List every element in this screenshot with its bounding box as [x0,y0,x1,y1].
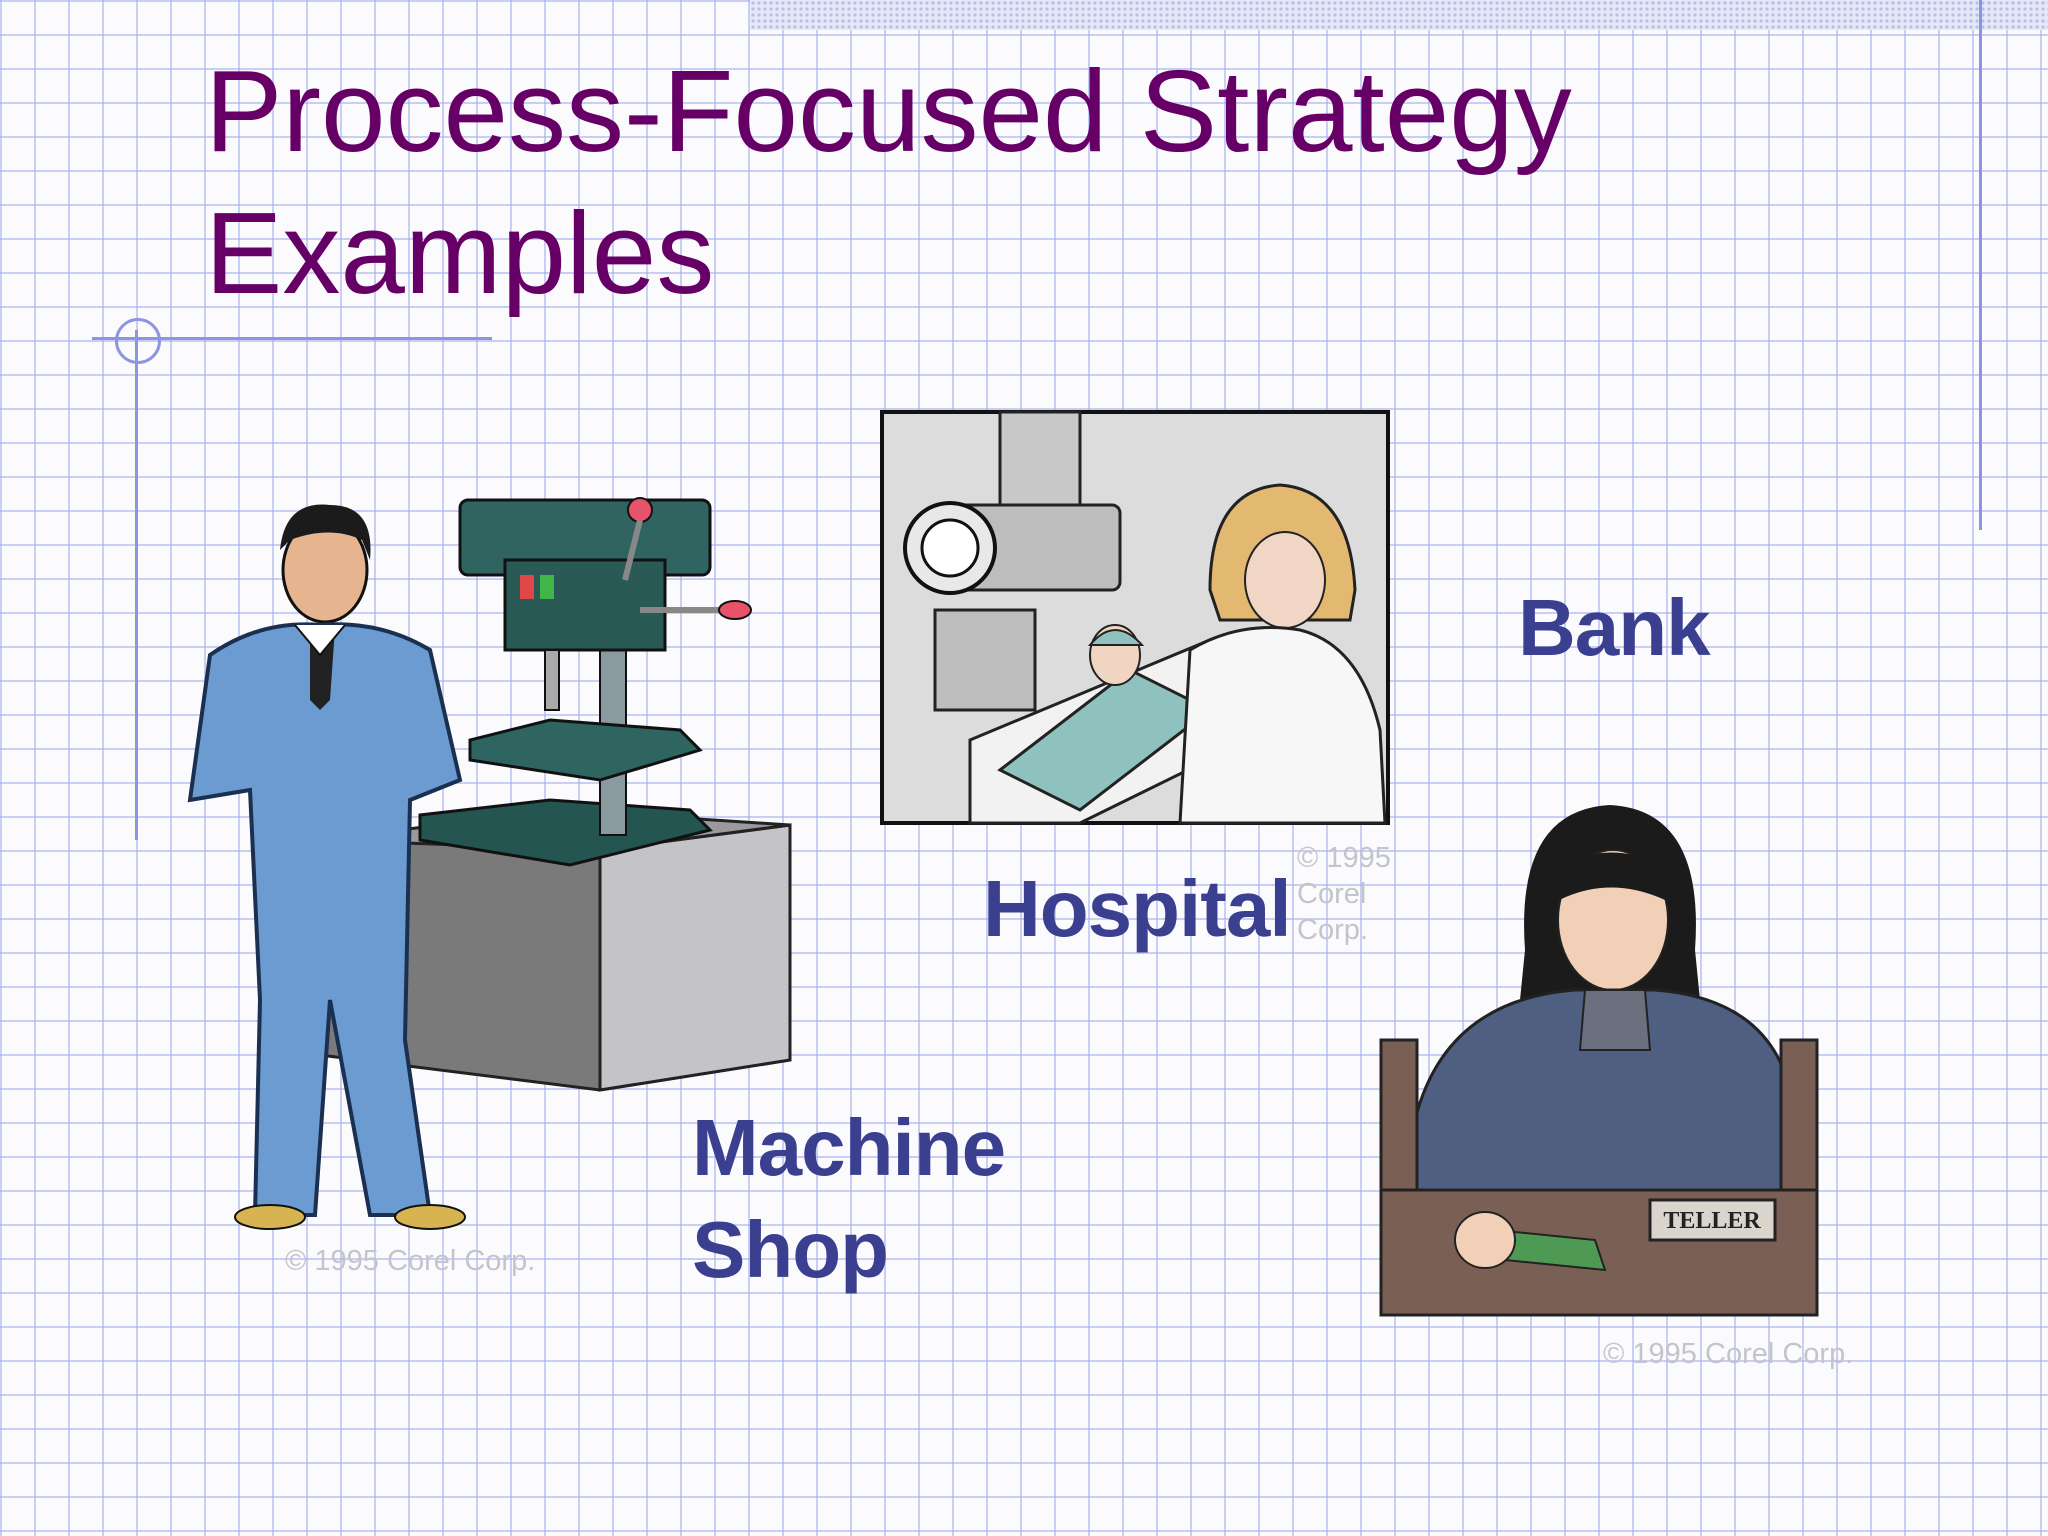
machine-shop-label-line2: Shop [692,1205,889,1294]
decorative-title-rule [92,337,492,340]
decorative-right-rule [1979,0,1982,530]
hospital-label: Hospital [983,864,1292,953]
hospital-copyright-line3: Corp. [1297,914,1368,946]
machinist-clipart [187,497,792,1230]
hospital-copyright: © 1995 Corel Corp. [1297,840,1391,948]
teller-sign-text: TELLER [1663,1208,1761,1234]
machine-shop-label-line1: Machine [692,1103,1006,1192]
machinist-copyright: © 1995 Corel Corp. [285,1245,536,1277]
decorative-title-circle [115,318,161,364]
bank-label: Bank [1518,583,1711,672]
hospital-clipart [880,410,1390,825]
machine-shop-label: Machine Shop [692,1097,1006,1301]
hospital-copyright-line1: © 1995 [1297,842,1391,874]
slide-title: Process-Focused Strategy Examples [205,40,1705,324]
teller-copyright: © 1995 Corel Corp. [1603,1338,1854,1370]
decorative-top-strip [750,0,2048,30]
slide-title-line2: Examples [205,188,715,318]
decorative-left-rule [135,330,138,840]
bank-teller-clipart: TELLER [1379,805,1819,1317]
slide-title-line1: Process-Focused Strategy [205,46,1572,176]
hospital-copyright-line2: Corel [1297,878,1367,910]
